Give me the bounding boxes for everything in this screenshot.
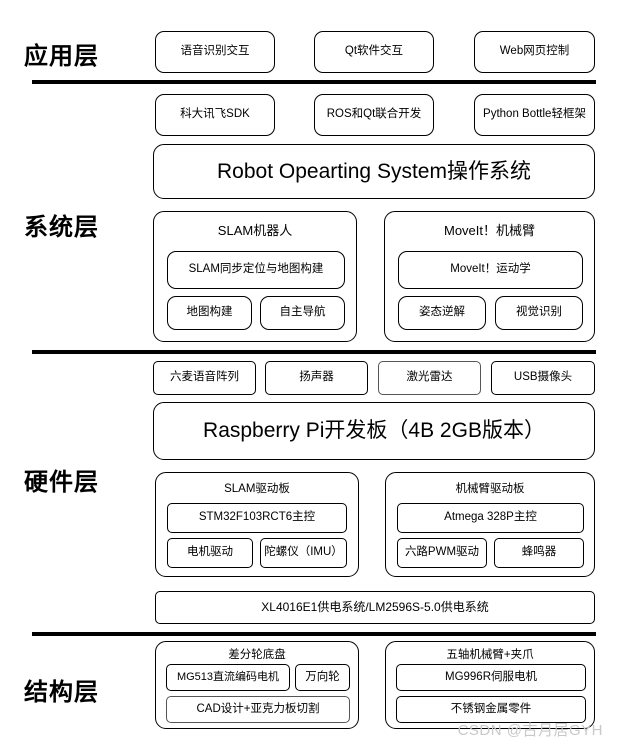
app-box-web-control[interactable]: Web网页控制 <box>474 31 595 73</box>
hw-box-stm32-mcu[interactable]: STM32F103RCT6主控 <box>167 503 347 533</box>
layer-label-structure: 结构层 <box>24 679 99 706</box>
sys-box-ros-operating-system[interactable]: Robot Opearting System操作系统 <box>153 144 595 199</box>
sys-box-iflytek-sdk[interactable]: 科大讯飞SDK <box>155 94 275 136</box>
hw-panel-slam-driver-board: SLAM驱动板 STM32F103RCT6主控 电机驱动 陀螺仪（IMU） <box>155 472 359 577</box>
st-box-cad-acrylic-cutting[interactable]: CAD设计+亚克力板切割 <box>166 696 350 723</box>
hw-box-usb-camera[interactable]: USB摄像头 <box>491 361 595 395</box>
sys-box-slam-mapping-localization[interactable]: SLAM同步定位与地图构建 <box>167 251 345 289</box>
sys-panel-moveit-arm-title: MoveIt！机械臂 <box>443 223 535 238</box>
app-box-voice-interaction[interactable]: 语音识别交互 <box>155 31 275 73</box>
sys-box-autonomous-navigation[interactable]: 自主导航 <box>260 296 345 330</box>
hw-box-six-channel-pwm-driver[interactable]: 六路PWM驱动 <box>397 538 487 568</box>
divider-hardware-structure <box>32 632 596 636</box>
hw-box-lidar[interactable]: 激光雷达 <box>378 361 481 395</box>
hw-panel-slam-driver-board-title: SLAM驱动板 <box>224 483 290 495</box>
watermark-text: CSDN @古月居GYH <box>457 722 603 739</box>
sys-box-ros-qt-development[interactable]: ROS和Qt联合开发 <box>314 94 434 136</box>
app-box-qt-software-interaction[interactable]: Qt软件交互 <box>314 31 434 73</box>
hw-panel-arm-driver-board-title: 机械臂驱动板 <box>455 483 525 495</box>
layer-label-application: 应用层 <box>24 43 99 70</box>
st-panel-five-axis-arm-title: 五轴机械臂+夹爪 <box>446 649 534 661</box>
st-box-mg996r-servo-motor[interactable]: MG996R伺服电机 <box>396 664 586 691</box>
hw-panel-arm-driver-board: 机械臂驱动板 Atmega 328P主控 六路PWM驱动 蜂鸣器 <box>385 472 595 577</box>
st-panel-five-axis-arm: 五轴机械臂+夹爪 MG996R伺服电机 不锈钢金属零件 <box>385 641 595 729</box>
hw-box-power-supply-system[interactable]: XL4016E1供电系统/LM2596S-5.0供电系统 <box>155 591 595 624</box>
hw-box-six-mic-array[interactable]: 六麦语音阵列 <box>153 361 256 395</box>
sys-panel-slam-robot-title: SLAM机器人 <box>217 223 293 238</box>
sys-box-map-building[interactable]: 地图构建 <box>167 296 252 330</box>
st-box-stainless-steel-parts[interactable]: 不锈钢金属零件 <box>396 696 586 723</box>
hw-box-atmega-mcu[interactable]: Atmega 328P主控 <box>397 503 584 533</box>
layer-label-hardware: 硬件层 <box>24 469 99 496</box>
layer-label-system: 系统层 <box>24 214 99 241</box>
hw-box-gyroscope-imu[interactable]: 陀螺仪（IMU） <box>260 538 347 568</box>
sys-panel-slam-robot: SLAM机器人 SLAM同步定位与地图构建 地图构建 自主导航 <box>153 211 357 342</box>
st-box-mg513-dc-encoder-motor[interactable]: MG513直流编码电机 <box>166 664 290 691</box>
sys-box-python-bottle-framework[interactable]: Python Bottle轻框架 <box>474 94 595 136</box>
hw-box-raspberry-pi-board[interactable]: Raspberry Pi开发板（4B 2GB版本） <box>153 402 595 460</box>
hw-box-speaker[interactable]: 扬声器 <box>265 361 368 395</box>
divider-system-hardware <box>32 350 596 354</box>
st-panel-differential-chassis: 差分轮底盘 MG513直流编码电机 万向轮 CAD设计+亚克力板切割 <box>155 641 359 729</box>
divider-application-system <box>32 80 596 84</box>
st-panel-differential-chassis-title: 差分轮底盘 <box>228 649 286 661</box>
sys-box-visual-recognition[interactable]: 视觉识别 <box>495 296 583 330</box>
sys-box-inverse-kinematics[interactable]: 姿态逆解 <box>398 296 486 330</box>
sys-panel-moveit-arm: MoveIt！机械臂 MoveIt！运动学 姿态逆解 视觉识别 <box>384 211 595 342</box>
hw-box-buzzer[interactable]: 蜂鸣器 <box>494 538 584 568</box>
sys-box-moveit-kinematics[interactable]: MoveIt！运动学 <box>398 251 583 289</box>
hw-box-motor-driver[interactable]: 电机驱动 <box>167 538 253 568</box>
st-box-caster-wheel[interactable]: 万向轮 <box>295 664 350 691</box>
